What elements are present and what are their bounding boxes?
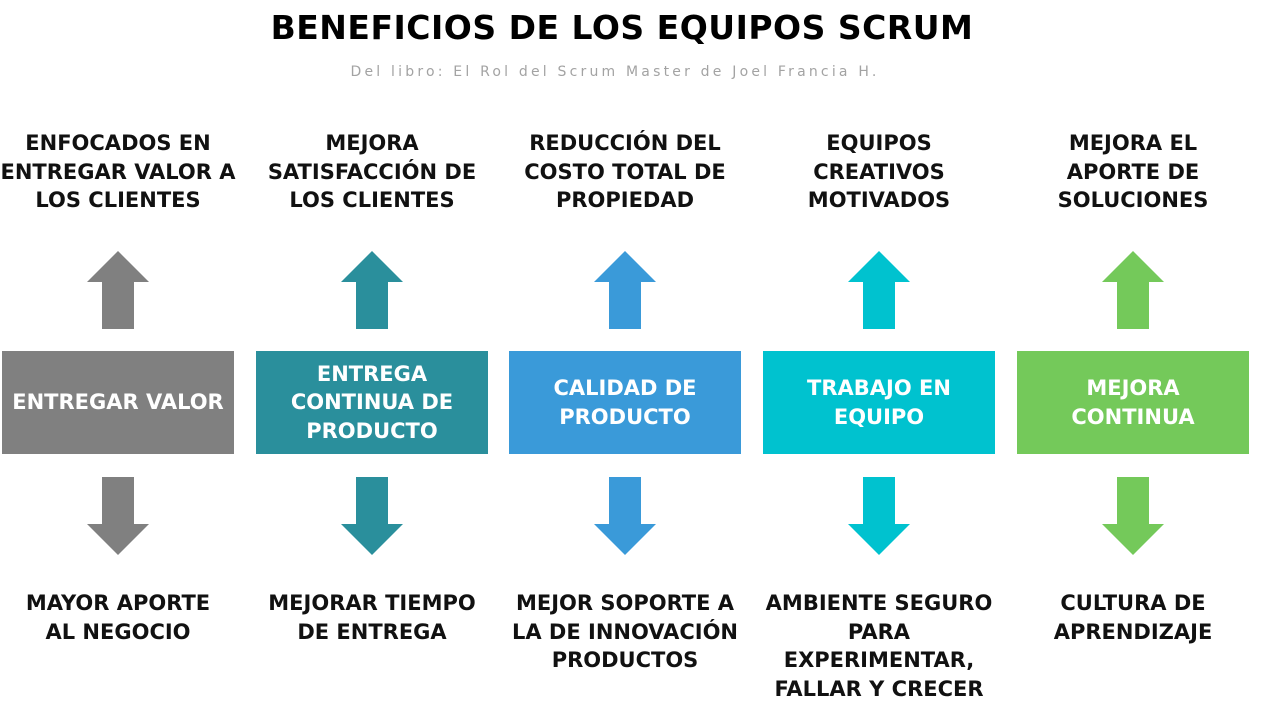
arrow-down-icon	[87, 477, 149, 555]
benefit-bottom-text: MEJORAR TIEMPO DE ENTREGA	[268, 591, 476, 644]
benefit-bottom-text: MAYOR APORTE AL NEGOCIO	[25, 591, 211, 644]
benefit-column-4: EQUIPOS CREATIVOS MOTIVADOS TRABAJO EN E…	[763, 0, 995, 720]
benefit-box: ENTREGAR VALOR	[2, 351, 234, 454]
arrow-down-icon	[341, 477, 403, 555]
page-subtitle: Del libro: El Rol del Scrum Master de Jo…	[350, 64, 880, 80]
benefit-box: ENTREGA CONTINUA DE PRODUCTO	[256, 351, 488, 454]
benefit-bottom-text: AMBIENTE SEGURO PARA EXPERIMENTAR, FALLA…	[765, 591, 993, 701]
benefit-column-5: MEJORA EL APORTE DE SOLUCIONES MEJORA CO…	[1017, 0, 1249, 720]
benefit-box: MEJORA CONTINUA	[1017, 351, 1249, 454]
arrow-down-icon	[1102, 477, 1164, 555]
arrow-down-icon	[848, 477, 910, 555]
benefit-bottom-text: MEJOR SOPORTE A LA DE INNOVACIÓN PRODUCT…	[511, 591, 739, 672]
benefit-column-1: ENFOCADOS EN ENTREGAR VALOR A LOS CLIENT…	[0, 0, 235, 720]
arrow-up-icon	[341, 251, 403, 329]
benefit-bottom-text: CULTURA DE APRENDIZAJE	[1053, 591, 1213, 644]
page-title: BENEFICIOS DE LOS EQUIPOS SCRUM	[270, 8, 974, 47]
benefit-column-3: REDUCCIÓN DEL COSTO TOTAL DE PROPIEDAD C…	[509, 0, 741, 720]
benefit-top-text: ENFOCADOS EN ENTREGAR VALOR A LOS CLIENT…	[0, 131, 236, 212]
benefit-box: CALIDAD DE PRODUCTO	[509, 351, 741, 454]
arrow-up-icon	[848, 251, 910, 329]
benefit-box: TRABAJO EN EQUIPO	[763, 351, 995, 454]
benefit-top-text: MEJORA EL APORTE DE SOLUCIONES	[1057, 131, 1209, 212]
benefit-top-text: EQUIPOS CREATIVOS MOTIVADOS	[807, 131, 951, 212]
benefit-column-2: MEJORA SATISFACCIÓN DE LOS CLIENTES ENTR…	[256, 0, 488, 720]
benefit-top-text: MEJORA SATISFACCIÓN DE LOS CLIENTES	[267, 131, 477, 212]
arrow-up-icon	[87, 251, 149, 329]
benefit-top-text: REDUCCIÓN DEL COSTO TOTAL DE PROPIEDAD	[524, 131, 726, 212]
arrow-up-icon	[1102, 251, 1164, 329]
arrow-down-icon	[594, 477, 656, 555]
arrow-up-icon	[594, 251, 656, 329]
